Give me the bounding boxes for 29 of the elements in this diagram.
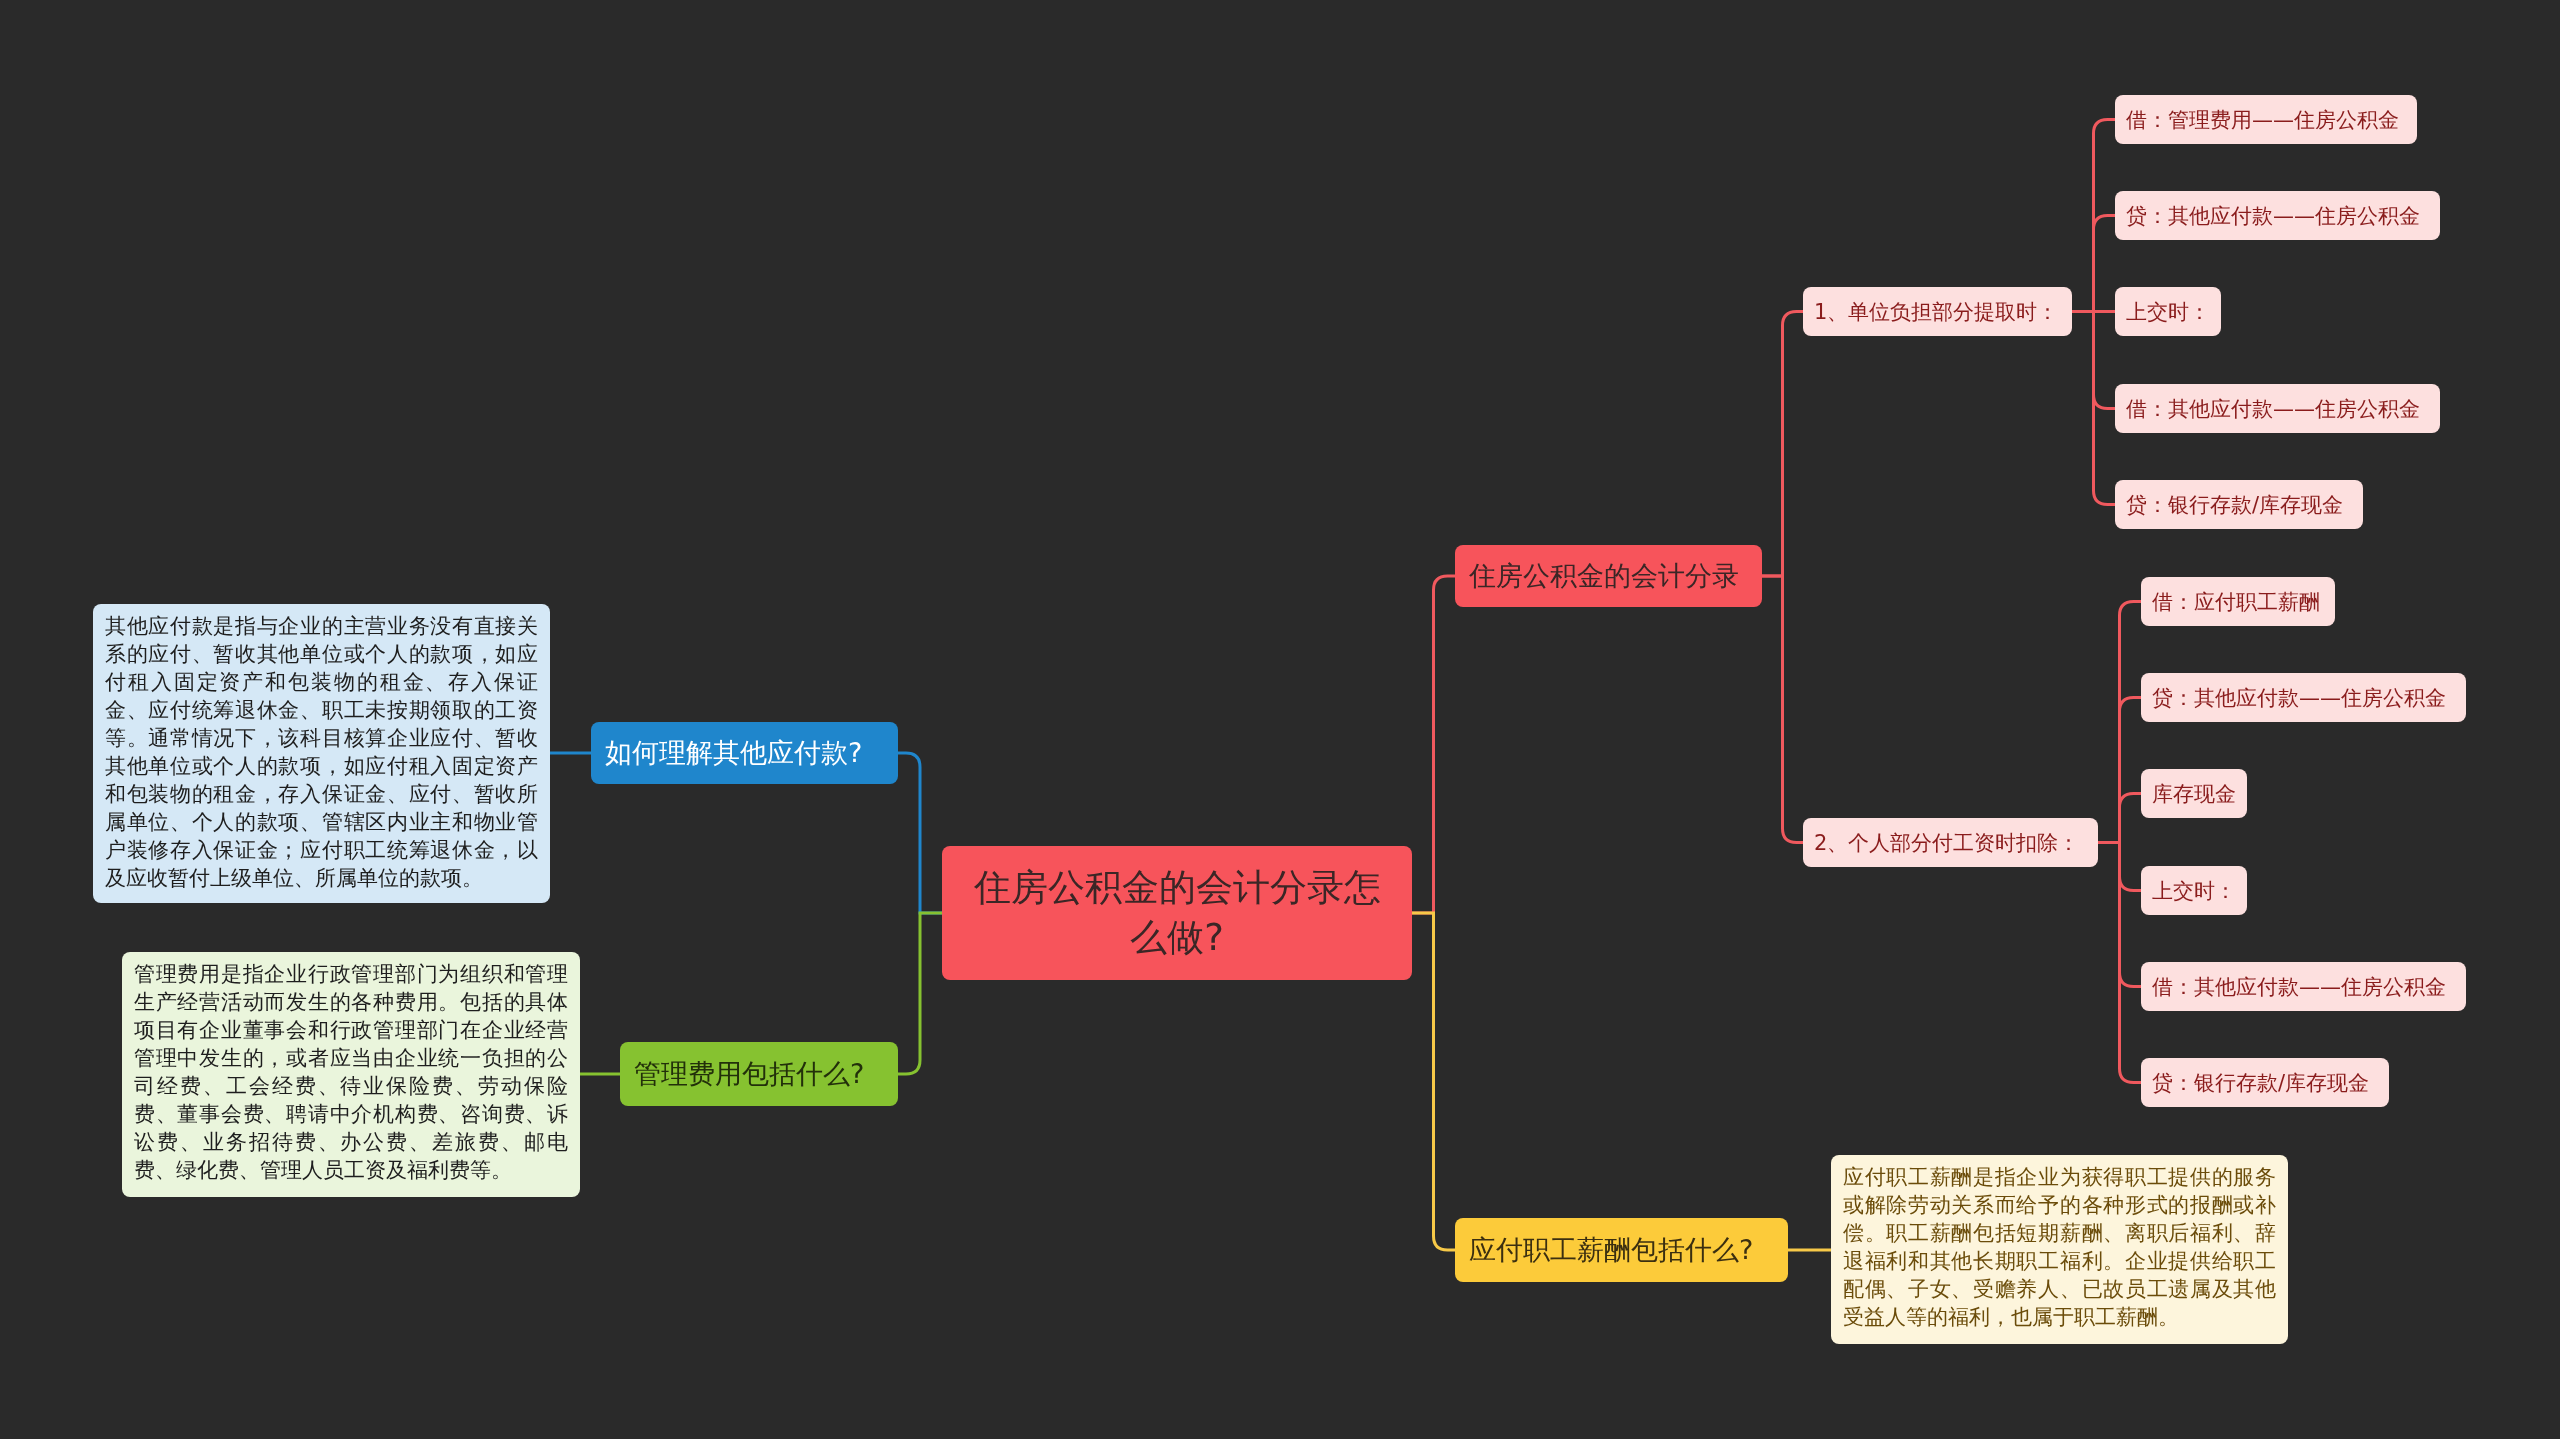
connector-line <box>1788 1248 1831 1252</box>
connector-line <box>550 751 591 755</box>
subtopic-box: 上交时： <box>2115 287 2221 336</box>
topic-box: 如何理解其他应付款? <box>591 722 898 784</box>
subtopic-box: 借：应付职工薪酬 <box>2141 577 2335 626</box>
subtopic-box: 借：管理费用——住房公积金 <box>2115 95 2417 144</box>
topic-box: 管理费用包括什么? <box>620 1042 898 1106</box>
subtopic-box: 2、个人部分付工资时扣除： <box>1803 818 2098 867</box>
connector-line <box>580 1072 620 1076</box>
main-topic-box: 住房公积金的会计分录怎么做? <box>942 846 1412 980</box>
connector-line <box>2072 310 2115 506</box>
connector-line <box>1412 911 1455 1252</box>
subtopic-box: 上交时： <box>2141 866 2247 915</box>
note-box: 应付职工薪酬是指企业为获得职工提供的服务或解除劳动关系而给予的各种形式的报酬或补偿。职工薪酬包括短期薪酬、离职后福利、辞退福利和其他长期职工福利。企业提供给职工配偶、子女、受赡养人、已故员工遗属及其他受益人等的福利，也属于职工薪酬。 <box>1831 1155 2288 1344</box>
note-box: 管理费用是指企业行政管理部门为组织和管理生产经营活动而发生的各种费用。包括的具体项目有企业董事会和行政管理部门在企业经营管理中发生的，或者应当由企业统一负担的公司经费、工会经费、待业保险费、劳动保险费、董事会费、聘请中介机构费、咨询费、诉讼费、业务招待费、办公费、差旅费、邮电费、绿化费、管理人员工资及福利费等。 <box>122 952 580 1197</box>
topic-box: 住房公积金的会计分录 <box>1455 545 1762 607</box>
subtopic-box: 贷：银行存款/库存现金 <box>2141 1058 2389 1107</box>
connector-line <box>1762 574 1803 844</box>
subtopic-box: 贷：其他应付款——住房公积金 <box>2115 191 2440 240</box>
topic-box: 应付职工薪酬包括什么? <box>1455 1218 1788 1282</box>
connector-line <box>898 911 942 1076</box>
subtopic-box: 贷：其他应付款——住房公积金 <box>2141 673 2466 722</box>
subtopic-box: 借：其他应付款——住房公积金 <box>2115 384 2440 433</box>
note-box: 其他应付款是指与企业的主营业务没有直接关系的应付、暂收其他单位或个人的款项，如应付租入固定资产和包装物的租金、存入保证金、应付统筹退休金、职工未按期领取的工资等。通常情况下，该科目核算企业应付、暂收其他单位或个人的款项，如应付租入固定资产和包装物的租金，存入保证金、应付、暂收所属单位、个人的款项、管辖区内业主和物业管户装修存入保证金；应付职工统筹退休金，以及应收暂付上级单位、所属单位的款项。 <box>93 604 550 903</box>
subtopic-box: 1、单位负担部分提取时： <box>1803 287 2072 336</box>
connector-line <box>2098 841 2141 1084</box>
subtopic-box: 库存现金 <box>2141 769 2247 818</box>
subtopic-box: 贷：银行存款/库存现金 <box>2115 480 2363 529</box>
subtopic-box: 借：其他应付款——住房公积金 <box>2141 962 2466 1011</box>
